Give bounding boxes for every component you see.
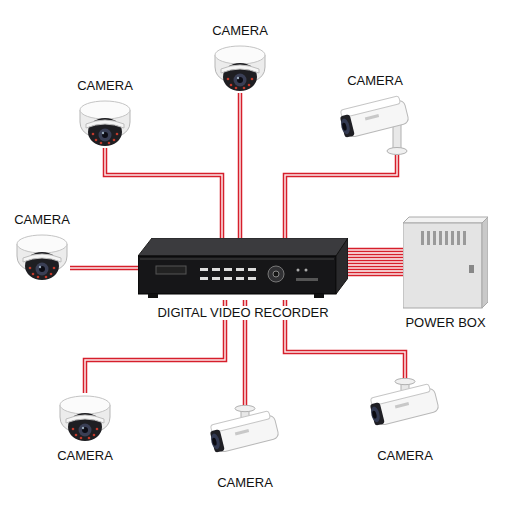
camera-node: CAMERA	[205, 405, 285, 470]
cable-sheath	[285, 155, 397, 238]
node-label: DIGITAL VIDEO RECORDER	[154, 306, 331, 320]
cable-core	[70, 267, 138, 269]
node-label: CAMERA	[217, 476, 273, 490]
node-label: CAMERA	[77, 79, 133, 93]
camera-node: CAMERA	[14, 232, 70, 282]
cable	[70, 268, 138, 269]
cable-sheath	[348, 260, 403, 265]
power-box-node: POWER BOX	[403, 215, 488, 310]
camera-node: CAMERA	[365, 378, 445, 443]
camera-node: CAMERA	[212, 43, 268, 93]
cable-sheath	[105, 148, 222, 238]
cable-core	[348, 249, 403, 251]
cable	[285, 155, 397, 238]
node-label: POWER BOX	[405, 316, 485, 330]
bullet-camera	[207, 405, 279, 454]
video-recorder	[138, 238, 348, 298]
camera-node: CAMERA	[77, 98, 133, 148]
cable-core	[285, 155, 397, 238]
cable	[240, 93, 241, 238]
node-label: CAMERA	[377, 449, 433, 463]
bullet-camera	[367, 378, 439, 427]
dome-camera	[17, 235, 67, 280]
cable	[105, 148, 222, 238]
cable-sheath	[348, 254, 403, 259]
cable-sheath	[348, 272, 403, 277]
cable-sheath	[348, 266, 403, 271]
dome-camera	[60, 396, 110, 441]
cable-sheath	[238, 93, 243, 238]
node-label: CAMERA	[347, 74, 403, 88]
cable-core	[348, 261, 403, 263]
camera-node: CAMERA	[335, 93, 415, 155]
cable-core	[348, 255, 403, 257]
cable-core	[239, 93, 241, 238]
cable-core	[348, 273, 403, 275]
node-label: CAMERA	[212, 24, 268, 38]
power-supply-box	[403, 217, 488, 308]
dome-camera	[80, 101, 130, 146]
dome-camera	[215, 46, 265, 91]
cable-core	[348, 267, 403, 269]
cable-core	[105, 148, 222, 238]
cable-sheath	[348, 248, 403, 253]
node-label: CAMERA	[14, 213, 70, 227]
bullet-camera	[337, 95, 409, 155]
cable-sheath	[70, 266, 138, 271]
cable	[348, 250, 403, 274]
camera-node: CAMERA	[57, 393, 113, 443]
recorder-node: DIGITAL VIDEO RECORDER	[138, 238, 348, 300]
node-label: CAMERA	[57, 449, 113, 463]
